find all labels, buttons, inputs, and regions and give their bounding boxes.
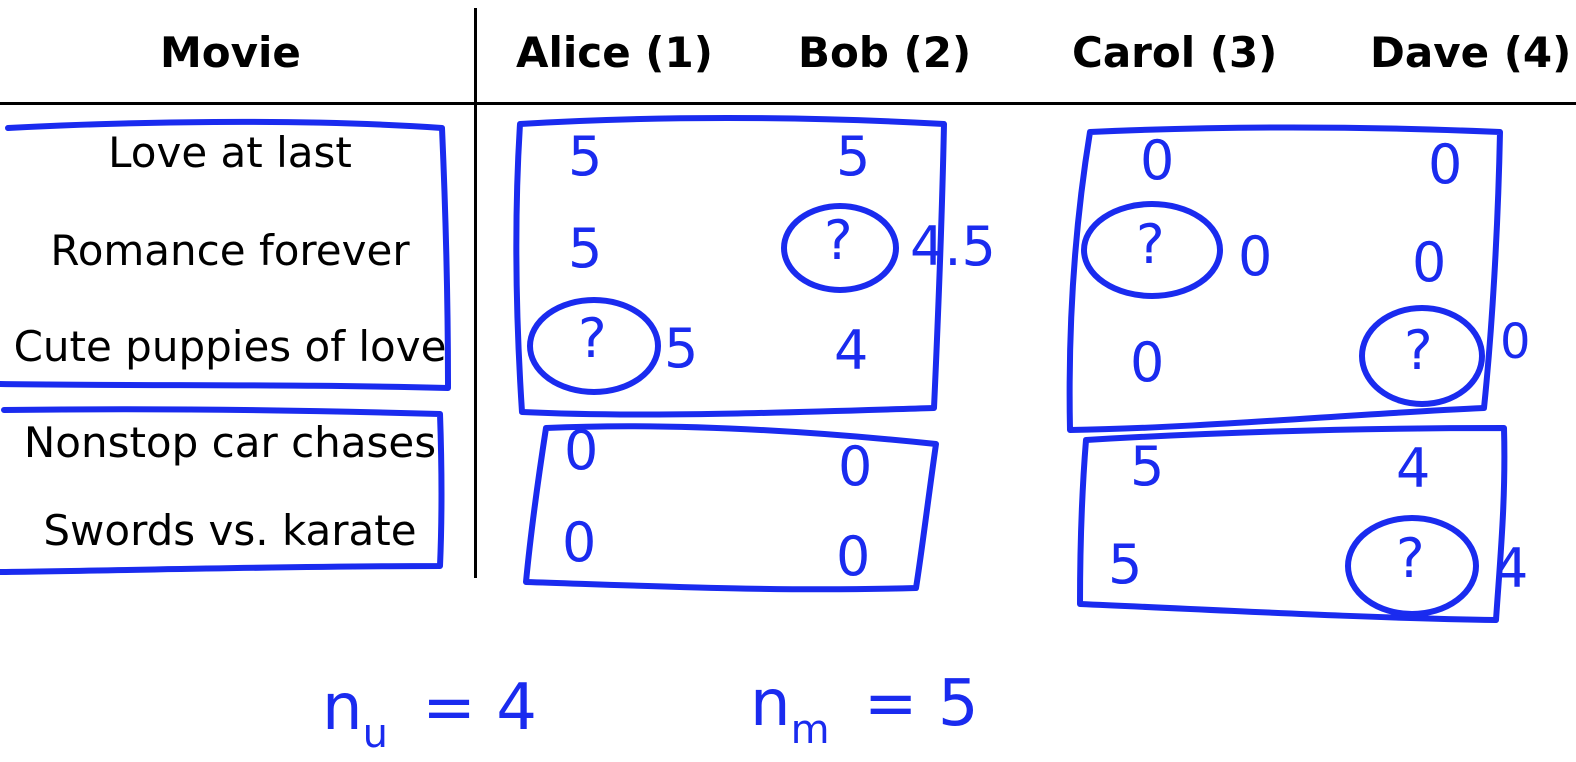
rating-r1-carol: 0 bbox=[1140, 129, 1175, 192]
circle-unknown-dave-r3 bbox=[1359, 305, 1485, 407]
romance-group-box bbox=[0, 118, 451, 391]
prediction-dave-r5: 4 bbox=[1494, 537, 1529, 600]
prediction-carol-r2: 0 bbox=[1238, 225, 1273, 288]
header-divider bbox=[0, 102, 1576, 105]
circle-unknown-alice-r3 bbox=[527, 297, 661, 395]
rating-r1-dave: 0 bbox=[1428, 133, 1463, 196]
block-action-alice-bob bbox=[523, 423, 939, 593]
movie-title: Romance forever bbox=[50, 226, 410, 275]
formula-nu-value: = 4 bbox=[422, 671, 537, 745]
rating-r4-dave: 4 bbox=[1396, 437, 1431, 500]
prediction-alice-r3: 5 bbox=[664, 317, 699, 380]
rating-r3-bob: 4 bbox=[834, 319, 869, 382]
formula-nu-subscript: u bbox=[362, 711, 388, 757]
rating-r4-bob: 0 bbox=[838, 435, 873, 498]
rating-r1-alice: 5 bbox=[568, 125, 603, 188]
rating-r5-dave: ? bbox=[1396, 527, 1425, 590]
block-romance-alice-bob bbox=[513, 115, 947, 418]
movie-title: Nonstop car chases bbox=[23, 418, 437, 467]
rating-r1-bob: 5 bbox=[836, 125, 871, 188]
rating-r2-dave: 0 bbox=[1412, 231, 1447, 294]
rating-r2-alice: 5 bbox=[568, 217, 603, 280]
rating-r3-dave: ? bbox=[1404, 319, 1433, 382]
movie-title: Love at last bbox=[108, 128, 352, 177]
rating-r4-carol: 5 bbox=[1130, 435, 1165, 498]
formula-nu-symbol: n bbox=[322, 671, 363, 745]
formula-nu: nu = 4 bbox=[322, 676, 537, 754]
rating-r3-carol: 0 bbox=[1130, 331, 1165, 394]
movie-title: Swords vs. karate bbox=[43, 506, 417, 555]
rating-r3-alice: ? bbox=[578, 307, 607, 370]
header-alice: Alice (1) bbox=[516, 28, 713, 77]
rating-r2-bob: ? bbox=[824, 209, 853, 272]
formula-nm: nm = 5 bbox=[750, 672, 979, 750]
rating-r5-bob: 0 bbox=[836, 525, 871, 588]
block-romance-carol-dave bbox=[1066, 124, 1503, 433]
movie-title: Cute puppies of love bbox=[13, 322, 447, 371]
action-group-box bbox=[0, 406, 445, 575]
header-bob: Bob (2) bbox=[798, 28, 972, 77]
rating-r5-alice: 0 bbox=[562, 511, 597, 574]
rating-r5-carol: 5 bbox=[1108, 533, 1143, 596]
circle-unknown-dave-r5 bbox=[1345, 515, 1479, 617]
formula-nm-symbol: n bbox=[750, 667, 791, 741]
block-action-carol-dave bbox=[1077, 425, 1508, 623]
rating-r4-alice: 0 bbox=[564, 419, 599, 482]
circle-unknown-bob-r2 bbox=[781, 203, 899, 293]
column-divider bbox=[474, 8, 477, 578]
header-carol: Carol (3) bbox=[1072, 28, 1278, 77]
header-movie: Movie bbox=[160, 28, 301, 77]
rating-r2-carol: ? bbox=[1136, 213, 1165, 276]
header-dave: Dave (4) bbox=[1370, 28, 1572, 77]
formula-nm-value: = 5 bbox=[863, 667, 979, 741]
formula-nm-subscript: m bbox=[790, 707, 830, 753]
circle-unknown-carol-r2 bbox=[1081, 201, 1223, 299]
prediction-dave-r3: 0 bbox=[1500, 314, 1531, 370]
prediction-bob-r2: 4.5 bbox=[910, 215, 996, 278]
